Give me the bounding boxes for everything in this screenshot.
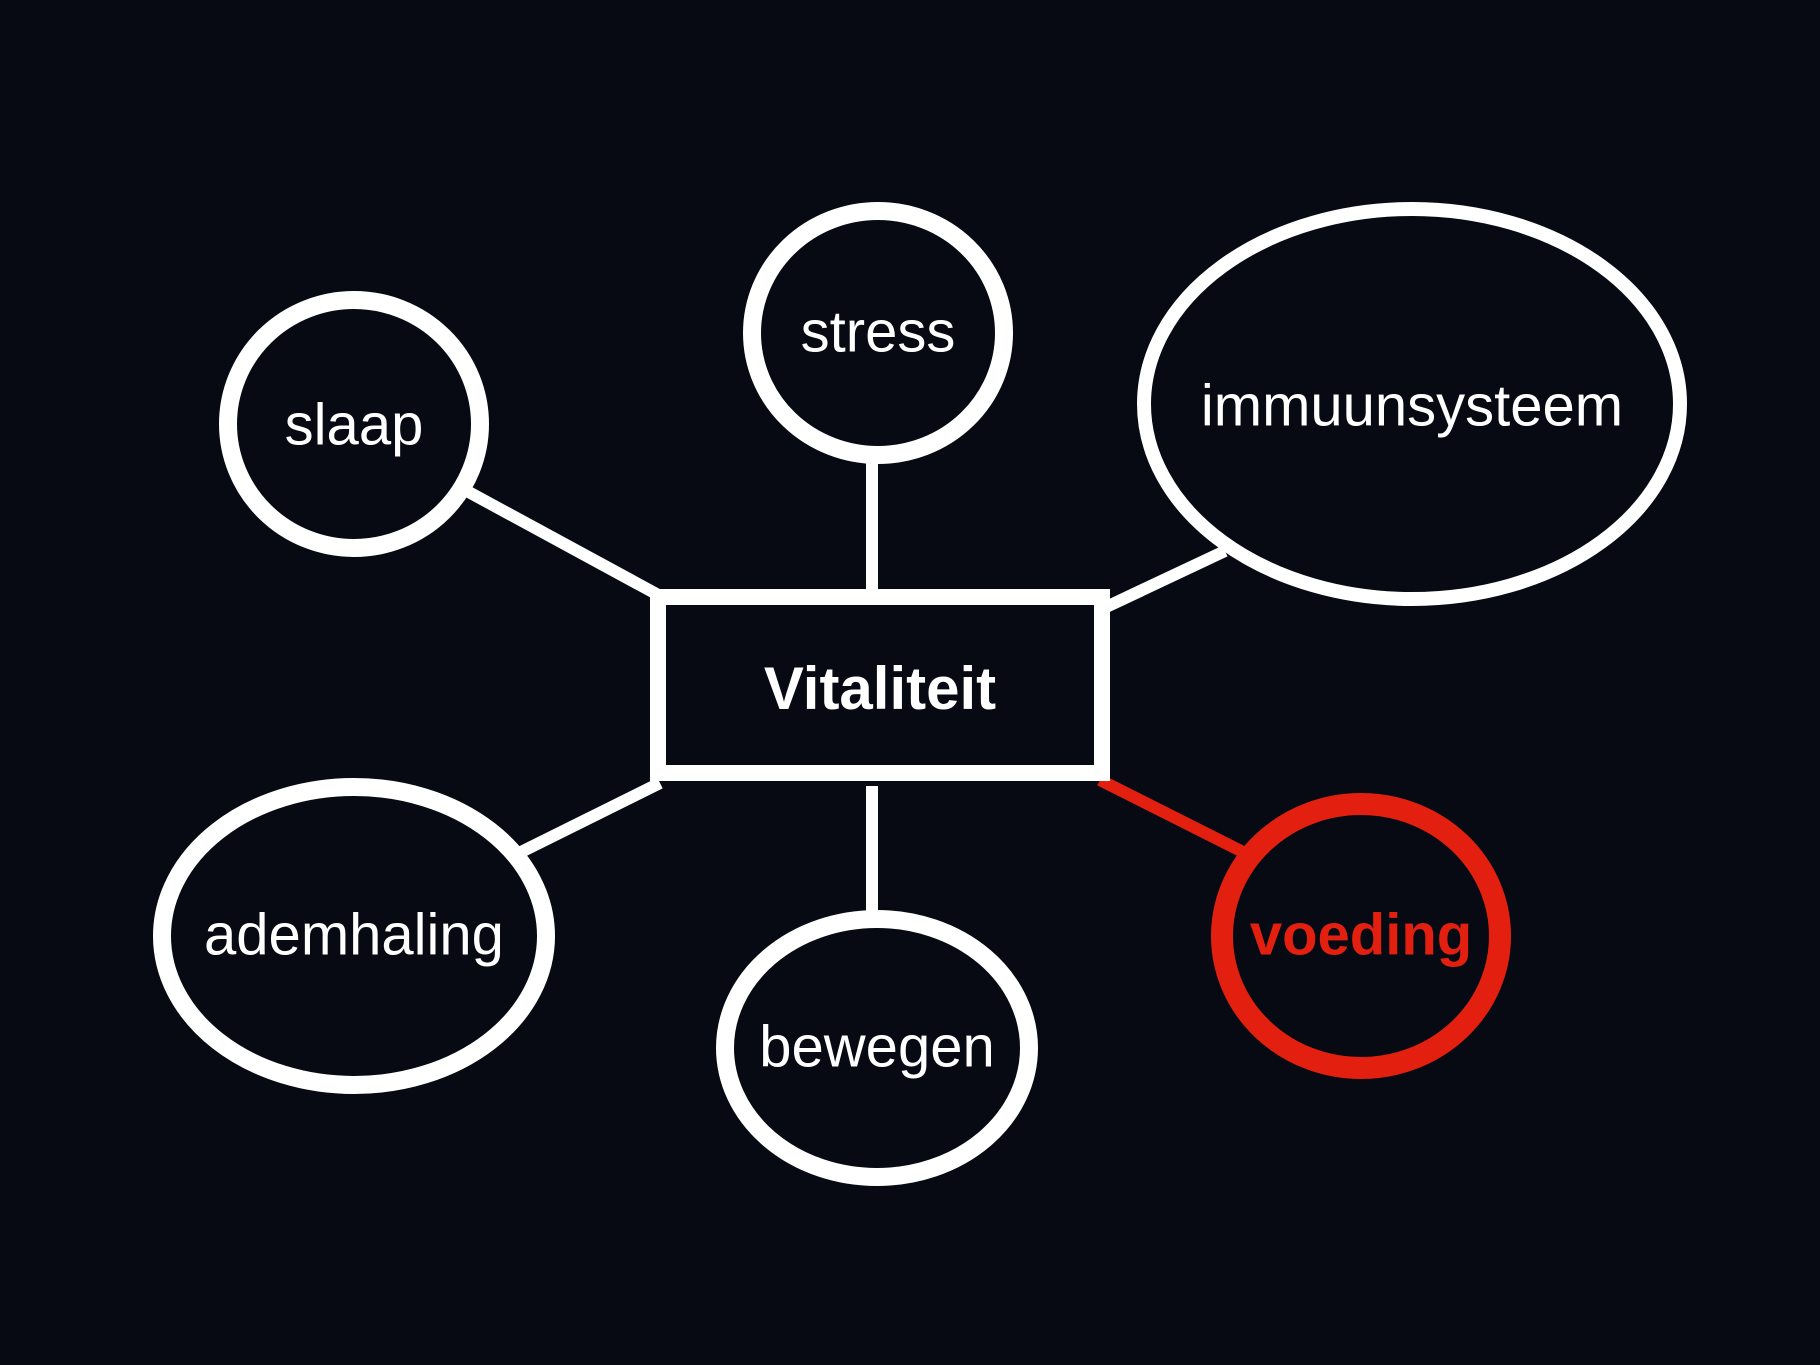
node-bewegen-ellipse — [716, 910, 1038, 1186]
node-voeding-label: voeding — [1250, 902, 1472, 967]
connector-immuunsysteem — [1099, 545, 1228, 615]
node-bewegen-label: bewegen — [759, 1014, 994, 1079]
connector-ademhaling — [514, 777, 663, 860]
node-voeding-ellipse — [1211, 793, 1511, 1079]
center-node: Vitaliteit — [650, 589, 1110, 781]
node-stress-ellipse — [743, 202, 1013, 464]
node-slaap: slaap — [219, 291, 489, 557]
node-ademhaling-ellipse — [153, 778, 555, 1094]
connector-slaap — [462, 484, 665, 603]
node-stress-label: stress — [801, 299, 956, 364]
node-bewegen: bewegen — [716, 910, 1038, 1186]
center-box — [650, 589, 1110, 781]
node-immuunsysteem-ellipse — [1137, 202, 1687, 606]
node-ademhaling-label: ademhaling — [204, 902, 504, 967]
node-ademhaling: ademhaling — [153, 778, 555, 1094]
connector-voeding — [1097, 774, 1246, 858]
node-slaap-label: slaap — [285, 392, 424, 457]
connectors — [462, 462, 1246, 912]
node-slaap-ellipse — [219, 291, 489, 557]
node-stress: stress — [743, 202, 1013, 464]
node-immuunsysteem: immuunsysteem — [1137, 202, 1687, 606]
node-voeding: voeding — [1211, 793, 1511, 1079]
center-label: Vitaliteit — [764, 655, 996, 722]
node-immuunsysteem-label: immuunsysteem — [1201, 373, 1623, 438]
